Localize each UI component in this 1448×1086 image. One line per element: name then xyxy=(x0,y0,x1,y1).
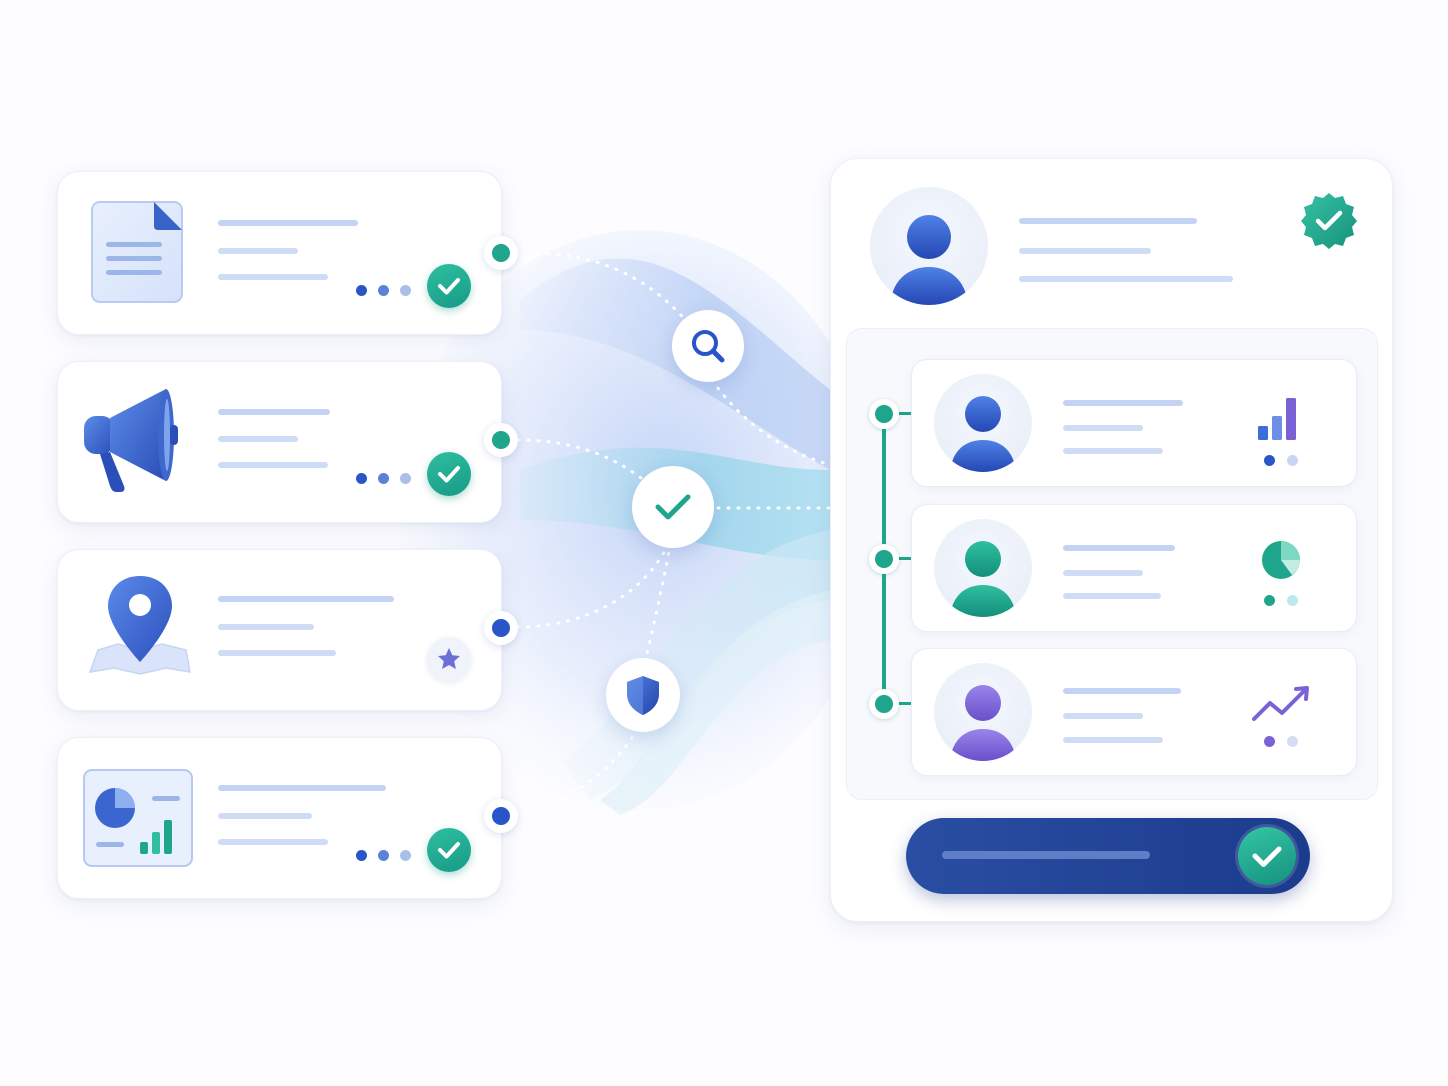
trend-line-icon xyxy=(1252,686,1309,721)
text-placeholder xyxy=(942,851,1150,859)
bar-chart-icon xyxy=(1258,398,1296,440)
check-icon xyxy=(427,828,471,872)
status-dot xyxy=(1264,455,1275,466)
text-placeholder xyxy=(1063,688,1181,694)
source-card-document[interactable] xyxy=(57,171,502,335)
text-placeholder xyxy=(1019,248,1151,254)
text-placeholder xyxy=(218,462,328,468)
check-icon xyxy=(655,494,691,520)
progress-dot xyxy=(356,850,367,861)
text-placeholder xyxy=(1063,570,1143,576)
search-icon xyxy=(692,330,725,363)
person-card[interactable] xyxy=(911,648,1357,776)
text-placeholder xyxy=(1063,545,1175,551)
person-avatar xyxy=(934,663,1032,761)
status-dot xyxy=(1287,455,1298,466)
main-avatar xyxy=(870,187,988,305)
text-placeholder xyxy=(1019,218,1197,224)
text-placeholder xyxy=(218,839,328,845)
source-card-location[interactable] xyxy=(57,549,502,711)
star-icon xyxy=(427,637,471,681)
text-placeholder xyxy=(218,813,312,819)
connector-node xyxy=(484,423,518,457)
verify-node[interactable] xyxy=(632,466,714,548)
document-icon xyxy=(91,201,183,303)
status-dot xyxy=(1287,595,1298,606)
verified-badge-icon xyxy=(1301,193,1357,249)
text-placeholder xyxy=(1063,737,1163,743)
text-placeholder xyxy=(1063,713,1143,719)
timeline-dot xyxy=(869,544,899,574)
pie-chart-icon xyxy=(1262,541,1300,579)
status-dot xyxy=(1287,736,1298,747)
person-avatar xyxy=(934,374,1032,472)
person-avatar xyxy=(934,519,1032,617)
user-avatar-icon xyxy=(950,396,1016,472)
timeline-dot xyxy=(869,399,899,429)
shield-icon xyxy=(627,676,659,715)
text-placeholder xyxy=(218,624,314,630)
status-dot xyxy=(1264,736,1275,747)
submit-button[interactable] xyxy=(906,818,1310,894)
text-placeholder xyxy=(218,248,298,254)
connector-node xyxy=(484,799,518,833)
user-avatar-icon xyxy=(950,541,1016,617)
progress-dot xyxy=(400,473,411,484)
person-card[interactable] xyxy=(911,504,1357,632)
check-icon xyxy=(427,264,471,308)
analytics-dashboard-icon xyxy=(83,769,193,867)
progress-dot xyxy=(356,473,367,484)
source-card-campaign[interactable] xyxy=(57,361,502,523)
progress-dot xyxy=(400,850,411,861)
text-placeholder xyxy=(218,409,330,415)
text-placeholder xyxy=(218,785,386,791)
status-dot xyxy=(1264,595,1275,606)
text-placeholder xyxy=(1063,593,1161,599)
progress-dot xyxy=(356,285,367,296)
text-placeholder xyxy=(1019,276,1233,282)
timeline-dot xyxy=(869,689,899,719)
text-placeholder xyxy=(218,274,328,280)
check-icon xyxy=(1238,827,1296,885)
check-icon xyxy=(427,452,471,496)
person-card[interactable] xyxy=(911,359,1357,487)
text-placeholder xyxy=(218,650,336,656)
progress-dot xyxy=(378,473,389,484)
megaphone-icon xyxy=(84,389,178,492)
progress-dot xyxy=(378,850,389,861)
progress-dot xyxy=(400,285,411,296)
source-card-analytics[interactable] xyxy=(57,737,502,899)
connector-node xyxy=(484,611,518,645)
text-placeholder xyxy=(1063,400,1183,406)
user-avatar-icon xyxy=(950,685,1016,761)
text-placeholder xyxy=(1063,425,1143,431)
text-placeholder xyxy=(218,436,298,442)
connector-node xyxy=(484,236,518,270)
map-pin-icon xyxy=(88,576,191,675)
text-placeholder xyxy=(1063,448,1163,454)
progress-dot xyxy=(378,285,389,296)
text-placeholder xyxy=(218,596,394,602)
security-node[interactable] xyxy=(606,658,680,732)
search-node[interactable] xyxy=(672,310,744,382)
text-placeholder xyxy=(218,220,358,226)
user-avatar-icon xyxy=(890,215,968,305)
